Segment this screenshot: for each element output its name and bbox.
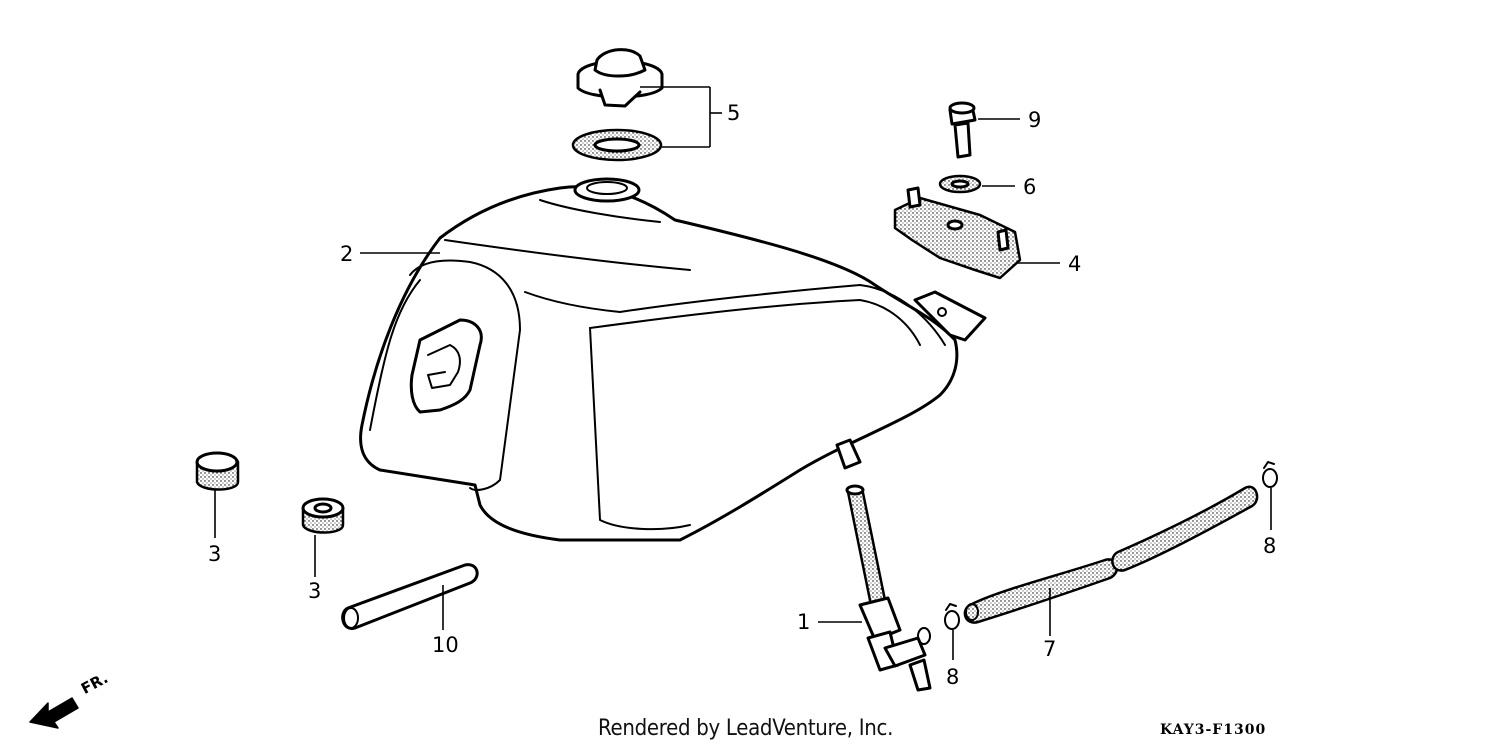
callout-6: 6	[1023, 175, 1036, 199]
fuel-cap	[576, 48, 664, 108]
leader-lines	[214, 86, 1272, 660]
bolt	[948, 101, 977, 159]
callout-3-left: 3	[208, 542, 221, 566]
tank-mount-bracket	[893, 186, 1022, 280]
render-credit: Rendered by LeadVenture, Inc.	[598, 716, 894, 741]
callout-8-right: 8	[1263, 534, 1276, 558]
callout-9: 9	[1028, 108, 1041, 132]
fuel-cap-gasket	[571, 128, 663, 162]
callout-10: 10	[432, 633, 459, 657]
washer	[938, 174, 982, 194]
rubber-tube	[341, 563, 479, 630]
fuel-valve	[845, 484, 932, 692]
fuel-hose	[963, 485, 1259, 624]
hose-clip-right	[1262, 461, 1278, 488]
callout-4: 4	[1068, 252, 1081, 276]
callout-1: 1	[797, 610, 810, 634]
callout-7: 7	[1043, 637, 1056, 661]
fuel-tank	[359, 177, 987, 542]
callout-3-right: 3	[308, 579, 321, 603]
callout-2: 2	[340, 242, 353, 266]
callout-5: 5	[727, 101, 740, 125]
hose-clip-left	[944, 603, 960, 630]
front-direction-arrow-icon	[29, 697, 79, 729]
diagram-code: KAY3-F1300	[1160, 722, 1267, 738]
grommet-right	[301, 497, 345, 534]
grommet-left	[195, 451, 240, 491]
callout-8-left: 8	[946, 665, 959, 689]
